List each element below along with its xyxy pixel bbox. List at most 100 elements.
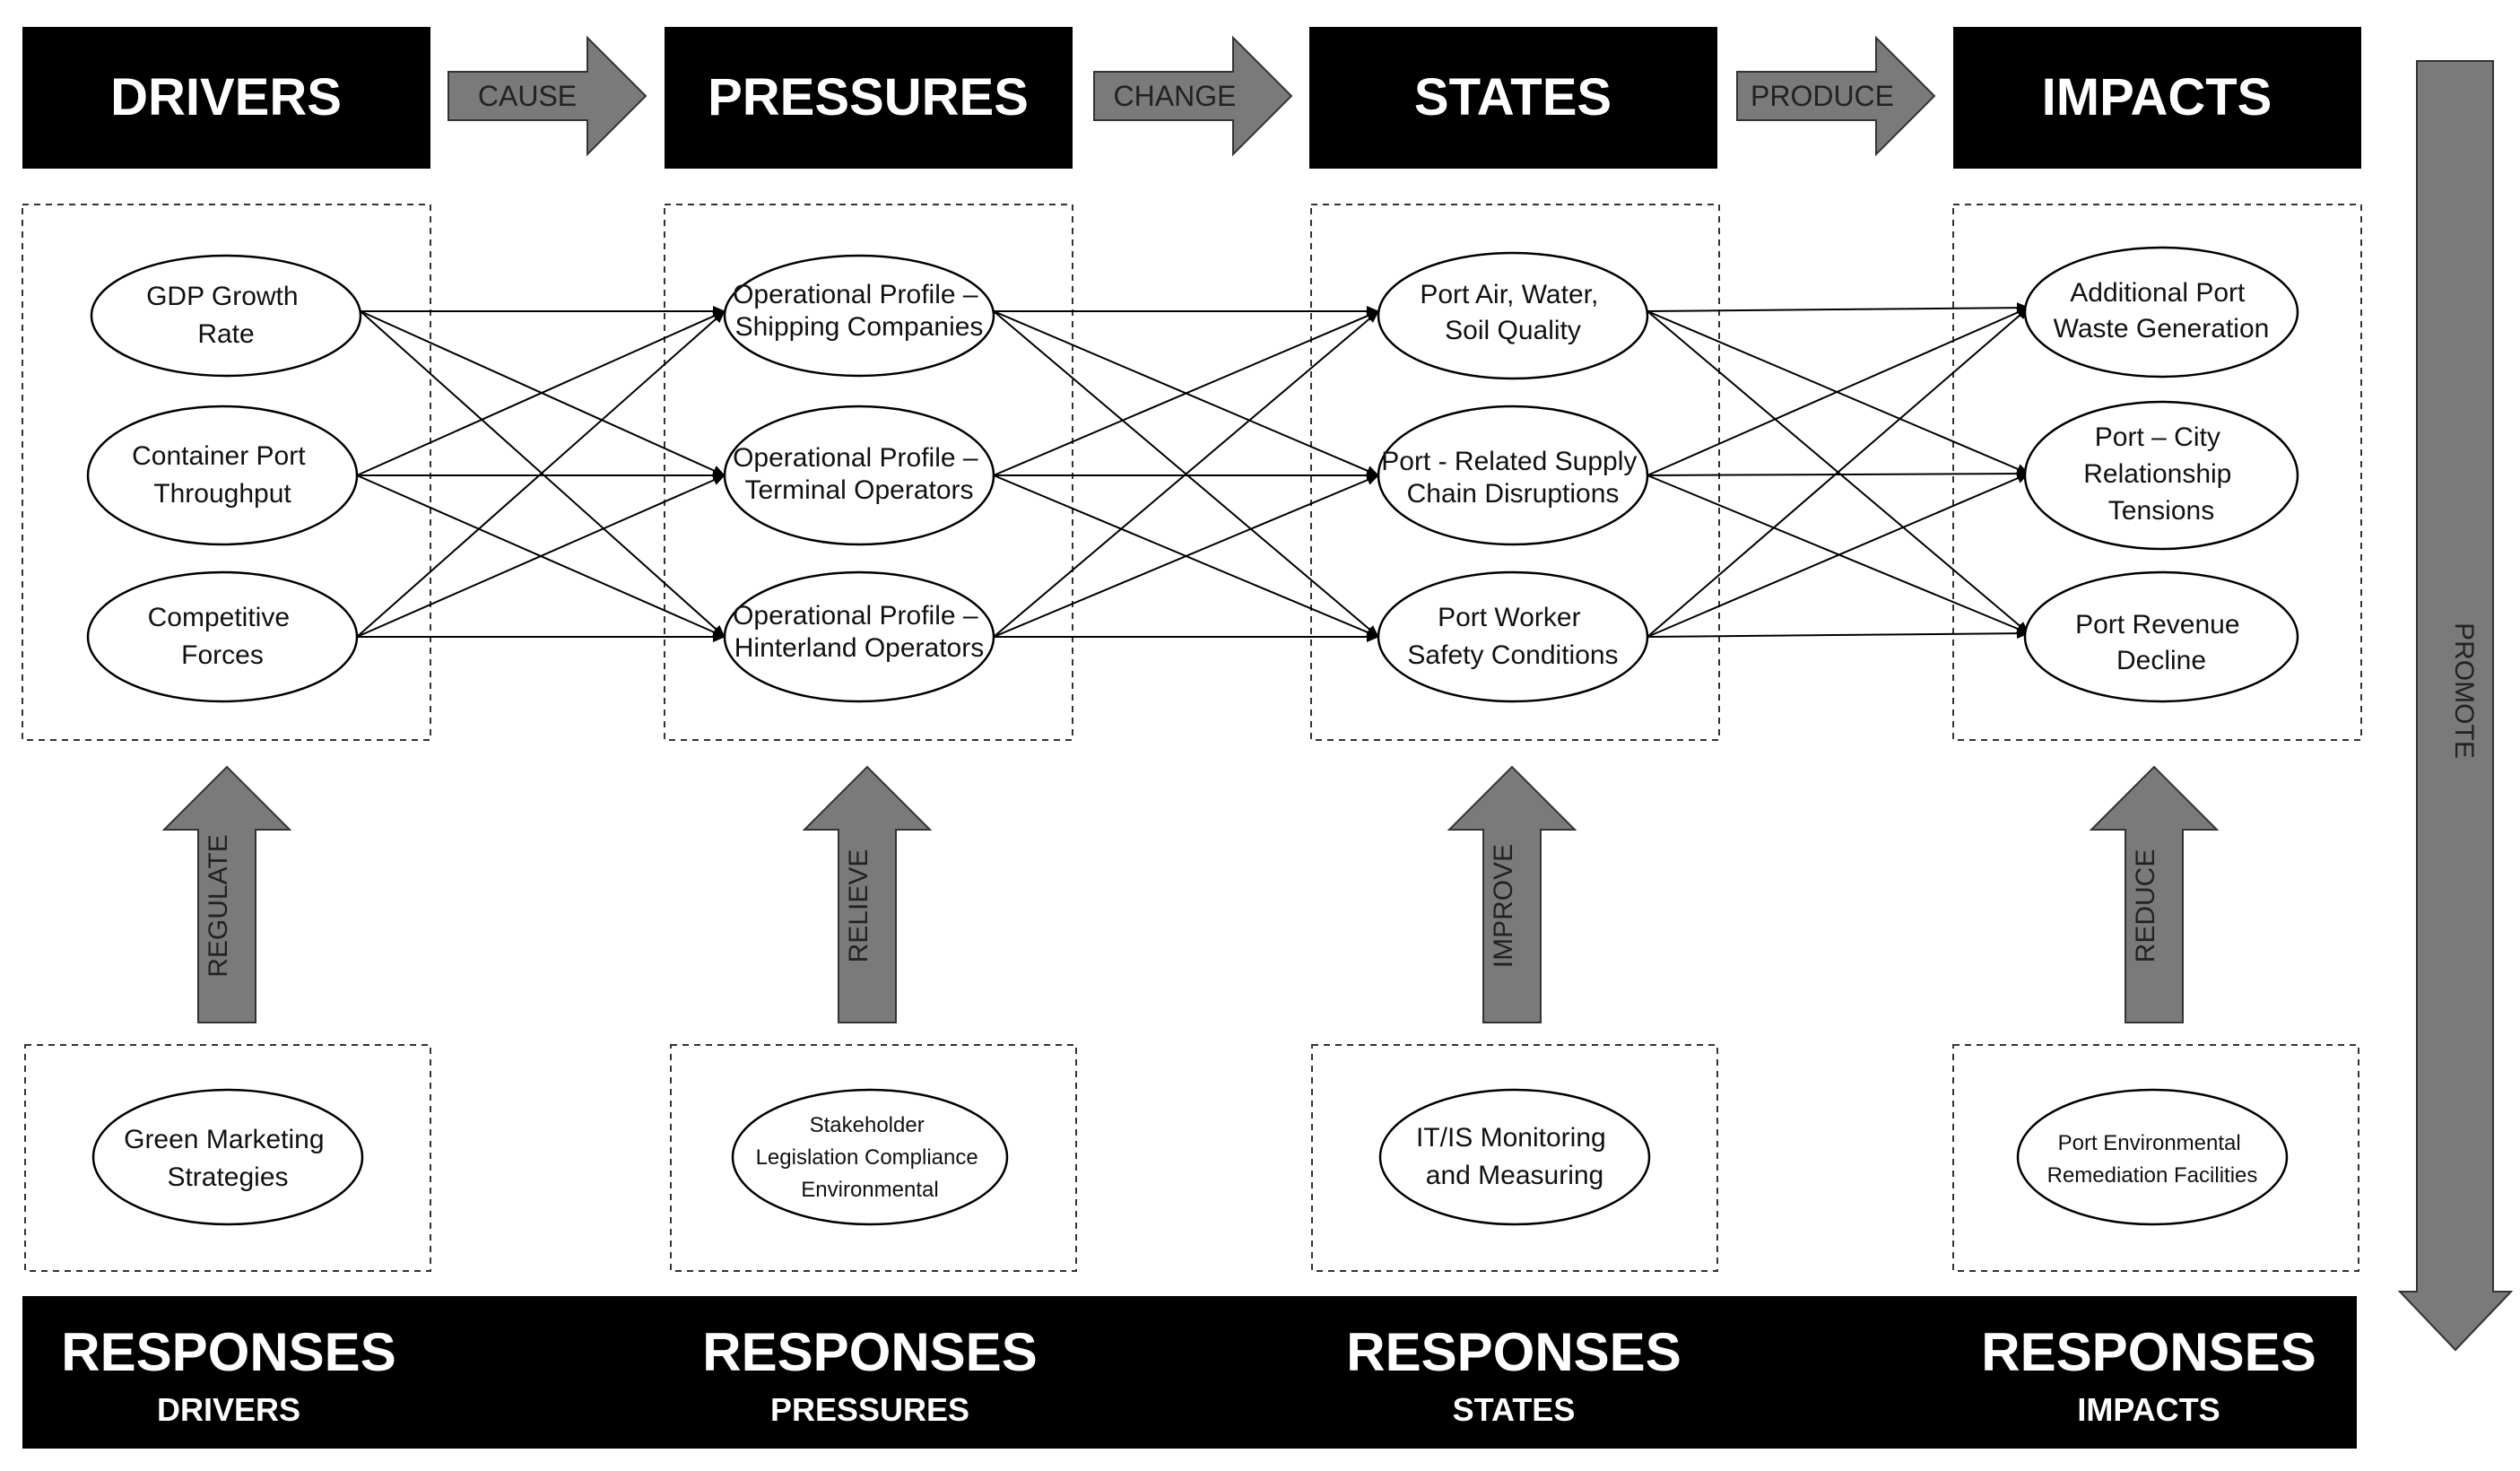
header-drivers-label: DRIVERS (110, 68, 342, 126)
responses-drivers-sub: DRIVERS (157, 1391, 300, 1428)
responses-states-title: RESPONSES (1346, 1322, 1681, 1382)
header-pressures: PRESSURES (665, 27, 1073, 169)
state-node-text: Port Worker Safety Conditions (1407, 603, 1618, 670)
responses-pressures-sub: PRESSURES (770, 1391, 969, 1428)
pressure-node: Operational Profile – Terminal Operators (723, 405, 995, 546)
header-impacts: IMPACTS (1953, 27, 2361, 169)
cause-arrow: CAUSE (448, 35, 647, 157)
responses-pressures-title: RESPONSES (702, 1322, 1037, 1382)
states-box (1310, 204, 1720, 741)
connection-arrow (1647, 628, 2029, 640)
responses-impacts-sub: IMPACTS (2077, 1391, 2220, 1428)
node-line: Safety Conditions (1407, 640, 1618, 670)
node-line: Green Marketing (124, 1125, 324, 1154)
driver-node: Competitive Forces (86, 570, 359, 703)
node-line: Operational Profile – (733, 601, 978, 631)
node-line: Soil Quality (1445, 316, 1581, 345)
node-line: Shipping Companies (735, 312, 984, 342)
driver-node-text: Competitive Forces (148, 603, 298, 670)
node-line: Container Port (132, 441, 306, 471)
node-line: Environmental (801, 1178, 938, 1202)
improve-arrow: IMPROVE (1447, 765, 1577, 1023)
node-line: Port Air, Water, (1420, 280, 1598, 309)
connection-arrow (356, 474, 726, 638)
state-node: Port Air, Water, Soil Quality (1377, 251, 1649, 380)
response-node-states: IT/IS Monitoring and Measuring (1378, 1088, 1651, 1226)
connection-arrow (993, 310, 1379, 476)
state-node-text: Port Air, Water, Soil Quality (1420, 280, 1605, 345)
response-node-text: Green Marketing Strategies (124, 1125, 332, 1192)
driver-node-text: Container Port Throughput (132, 441, 313, 509)
pressure-node: Operational Profile – Hinterland Operato… (723, 570, 995, 703)
connection-arrow (993, 310, 1379, 638)
promote-arrow: PROMOTE (2397, 60, 2514, 1352)
change-arrow-label: CHANGE (1114, 80, 1237, 112)
node-line: Remediation Facilities (2047, 1163, 2258, 1188)
relieve-arrow-label: RELIEVE (844, 849, 873, 963)
pressure-node-text: Operational Profile – Terminal Operators (733, 443, 986, 505)
node-line: Operational Profile – (733, 280, 978, 309)
impact-node-text: Port Revenue Decline (2075, 610, 2247, 675)
node-line: Tensions (2108, 496, 2214, 526)
node-line: IT/IS Monitoring (1416, 1123, 1606, 1153)
regulate-arrow-label: REGULATE (204, 834, 233, 977)
produce-arrow: PRODUCE (1736, 35, 1936, 157)
node-line: Stakeholder (810, 1113, 925, 1137)
node-line: Port - Related Supply (1381, 447, 1637, 476)
connection-arrow (1647, 307, 2029, 638)
node-line: Competitive (148, 603, 290, 632)
responses-impacts-box (1952, 1044, 2359, 1272)
connection-arrow (356, 310, 726, 638)
state-node-text: Port - Related Supply Chain Disruptions (1381, 447, 1645, 509)
reduce-arrow-label: REDUCE (2131, 849, 2160, 963)
node-line: Port – City (2095, 422, 2220, 452)
node-line: Throughput (153, 479, 291, 509)
driver-node-text: GDP Growth Rate (146, 282, 306, 349)
node-line: GDP Growth (146, 282, 299, 311)
node-line: Port Worker (1438, 603, 1580, 632)
node-line: Strategies (167, 1162, 288, 1192)
pressures-box (664, 204, 1073, 741)
promote-arrow-label: PROMOTE (2449, 622, 2479, 759)
state-node: Port - Related Supply Chain Disruptions (1377, 405, 1649, 546)
pressure-node-text: Operational Profile – Hinterland Operato… (733, 601, 986, 663)
node-line: Relationship (2083, 459, 2231, 489)
connection-arrow (1647, 307, 2029, 476)
response-node-text: Stakeholder Legislation Compliance Envir… (756, 1113, 985, 1202)
node-line: Rate (197, 319, 254, 349)
change-arrow: CHANGE (1093, 35, 1293, 157)
produce-arrow-label: PRODUCE (1751, 80, 1894, 112)
driver-node: GDP Growth Rate (90, 254, 362, 378)
header-pressures-label: PRESSURES (708, 68, 1029, 126)
driver-node: Container Port Throughput (86, 405, 359, 546)
header-states-label: STATES (1414, 68, 1612, 126)
node-line: Port Environmental (2058, 1131, 2241, 1155)
response-node-text: Port Environmental Remediation Facilitie… (2047, 1131, 2258, 1188)
cause-arrow-label: CAUSE (478, 80, 577, 112)
header-drivers: DRIVERS (22, 27, 430, 169)
impact-node: Additional Port Waste Generation (2023, 246, 2299, 379)
node-line: Terminal Operators (744, 475, 973, 505)
impact-node: Port – City Relationship Tensions (2023, 400, 2299, 551)
response-node-pressures: Stakeholder Legislation Compliance Envir… (731, 1088, 1009, 1226)
responses-states-sub: STATES (1453, 1391, 1576, 1428)
responses-drivers-box (24, 1044, 431, 1272)
relieve-arrow: RELIEVE (802, 765, 933, 1023)
connections (356, 302, 2029, 642)
node-line: Forces (181, 640, 264, 670)
responses-bar: RESPONSES DRIVERS RESPONSES PRESSURES RE… (22, 1296, 2357, 1449)
node-line: Additional Port (2070, 278, 2246, 308)
response-node-impacts: Port Environmental Remediation Facilitie… (2016, 1088, 2289, 1226)
node-line: Hinterland Operators (734, 633, 984, 663)
node-line: Chain Disruptions (1407, 479, 1620, 509)
connection-arrow (1647, 473, 2029, 638)
responses-pressures-box (670, 1044, 1077, 1272)
node-line: Legislation Compliance (756, 1145, 978, 1170)
response-node-text: IT/IS Monitoring and Measuring (1416, 1123, 1613, 1190)
node-line: Port Revenue (2075, 610, 2239, 640)
connection-arrow (1647, 302, 2029, 314)
drivers-box (22, 204, 431, 741)
connection-arrow (993, 474, 1379, 638)
connection-arrow (356, 310, 726, 476)
